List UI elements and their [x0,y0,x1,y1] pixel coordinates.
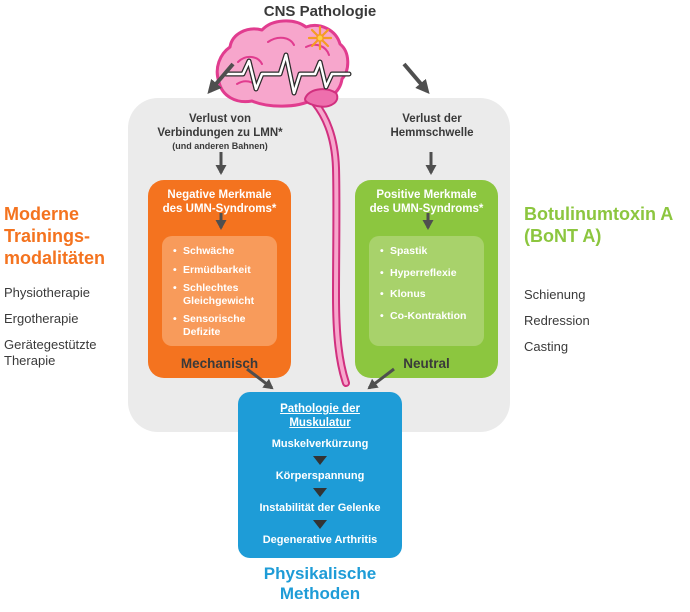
down-arrow-icon [313,456,327,465]
training-modalities-heading: Moderne Trainings- modalitäten [4,203,154,269]
muscle-pathology-item: Körperspannung [275,470,365,482]
list-item: Schwäche [172,245,267,258]
muscle-pathology-item: Instabilität der Gelenke [259,502,381,514]
list-item: Gerätegestützte Therapie [4,337,97,368]
spark-icon [307,25,333,51]
heading-line: Botulinumtoxin A [524,204,674,224]
botulinumtoxin-list: Schienung Redression Casting [524,287,664,365]
caption-line: Physikalische [263,564,377,583]
muscle-pathology-item: Degenerative Arthritis [262,534,378,546]
list-item: Spastik [379,245,474,258]
list-item: Co-Kontraktion [379,310,474,323]
list-item: Physiotherapie [4,285,90,300]
brain-icon [215,19,350,108]
brain-left-arrow-icon [207,62,235,95]
list-item: Schienung [524,287,586,302]
muscle-pathology-box: Pathologie der Muskulatur Muskelverkürzu… [238,392,402,558]
branch-line: Verbindungen zu LMN* [157,127,283,139]
mechanisch-label: Mechanisch [180,356,259,371]
list-item: Hyperreflexie [379,267,474,280]
heading-line: Moderne [4,204,80,224]
negative-umn-header: Negative Merkmale des UMN-Syndroms* [162,189,277,215]
brain-right-arrow-icon [402,62,430,95]
heading-line: (BoNT A) [524,226,602,246]
positive-umn-box: Positive Merkmale des UMN-Syndroms* Spas… [355,180,498,378]
positive-umn-header: Positive Merkmale des UMN-Syndroms* [369,189,484,215]
branch-line: Hemmschwelle [390,127,474,139]
branch-subline: (und anderen Bahnen) [172,141,268,151]
heading-line: Trainings- [4,226,91,246]
positive-symptoms-list: Spastik Hyperreflexie Klonus Co-Kontrakt… [369,236,484,346]
list-item: Ermüdbarkeit [172,264,267,277]
caption-line: Methoden [279,584,361,603]
physical-methods-label: Physikalische Methoden [238,564,402,604]
list-item: Klonus [379,288,474,301]
list-item: Schlechtes Gleichgewicht [172,282,267,307]
heading-line: modalitäten [4,248,106,268]
list-item: Redression [524,313,590,328]
down-arrow-icon [313,488,327,497]
muscle-pathology-header: Pathologie der Muskulatur [280,403,360,429]
training-modalities-list: Physiotherapie Ergotherapie Gerätegestüt… [4,285,126,379]
left-branch-label: Verlust von Verbindungen zu LMN* (und an… [145,112,295,152]
ekg-line-icon [223,52,352,96]
muscle-pathology-item: Muskelverkürzung [271,438,369,450]
list-item: Ergotherapie [4,311,79,326]
branch-line: Verlust der [402,113,462,125]
list-item: Casting [524,339,569,354]
negative-symptoms-list: Schwäche Ermüdbarkeit Schlechtes Gleichg… [162,236,277,346]
diagram-title: CNS Pathologie [263,3,377,20]
right-branch-label: Verlust der Hemmschwelle [357,112,507,140]
list-item: Sensorische Defizite [172,313,267,338]
neutral-label: Neutral [403,356,450,371]
down-arrow-icon [313,520,327,529]
branch-line: Verlust von [189,113,251,125]
botulinumtoxin-heading: Botulinumtoxin A (BoNT A) [524,203,689,247]
negative-umn-box: Negative Merkmale des UMN-Syndroms* Schw… [148,180,291,378]
